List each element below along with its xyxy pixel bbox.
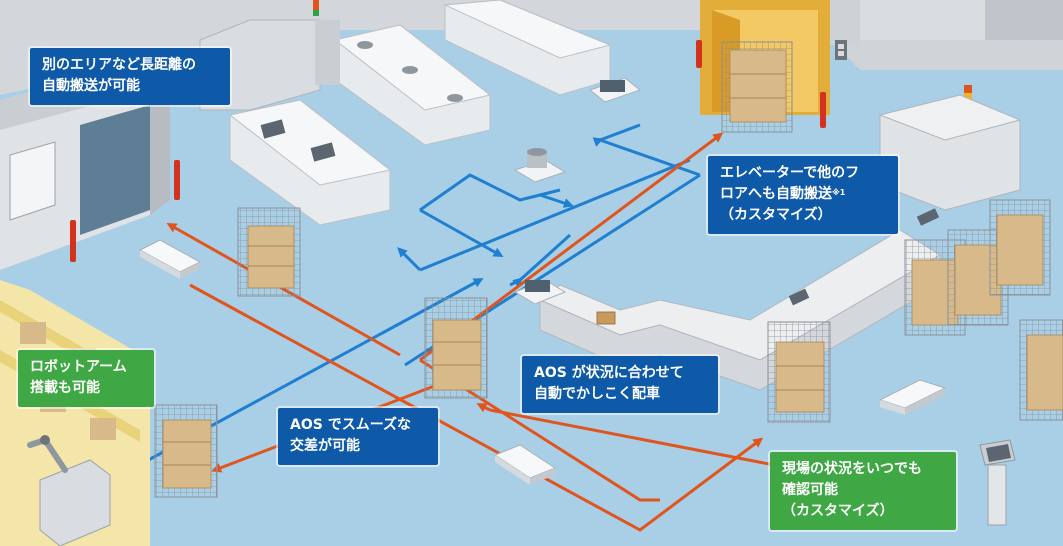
- callout-text: 自動でかしこく配車: [534, 386, 660, 402]
- callout-smart-dispatch: AOS が状況に合わせて 自動でかしこく配車: [522, 356, 718, 413]
- callout-long-distance: 別のエリアなど長距離の 自動搬送が可能: [30, 48, 230, 105]
- machines-back: [199, 0, 1022, 226]
- callout-smooth-crossing: AOS でスムーズな 交差が可能: [278, 408, 438, 465]
- callout-text: 交差が可能: [290, 438, 360, 454]
- footnote-mark: ※1: [832, 188, 846, 197]
- callout-text: ロアへも自動搬送: [720, 186, 832, 202]
- callout-text-wrap: ロアへも自動搬送※1: [720, 184, 886, 205]
- warning-pole-icon: [70, 40, 826, 262]
- callout-text: ロボットアーム: [30, 359, 127, 375]
- autonomous-mobile-robot-icon: [138, 77, 947, 485]
- callout-text: 搭載も可能: [30, 380, 100, 396]
- callout-elevator: エレベーターで他のフ ロアへも自動搬送※1 （カスタマイズ）: [708, 156, 898, 234]
- callout-text: AOS が状況に合わせて: [534, 365, 684, 381]
- roll-cart-icon: [154, 41, 1063, 498]
- callout-monitoring: 現場の状況をいつでも 確認可能 （カスタマイズ）: [770, 452, 956, 530]
- callout-text: 確認可能: [782, 482, 838, 498]
- callout-text: エレベーターで他のフ: [720, 165, 860, 181]
- callout-text: AOS でスムーズな: [290, 417, 411, 433]
- callout-text: 自動搬送が可能: [42, 78, 140, 94]
- callout-text: （カスタマイズ）: [782, 503, 894, 519]
- callout-text: 現場の状況をいつでも: [782, 461, 922, 477]
- callout-text: （カスタマイズ）: [720, 207, 832, 223]
- callout-text: 別のエリアなど長距離の: [42, 57, 196, 73]
- kiosk-terminal-icon: [979, 439, 1016, 526]
- callout-robot-arm: ロボットアーム 搭載も可能: [18, 350, 154, 407]
